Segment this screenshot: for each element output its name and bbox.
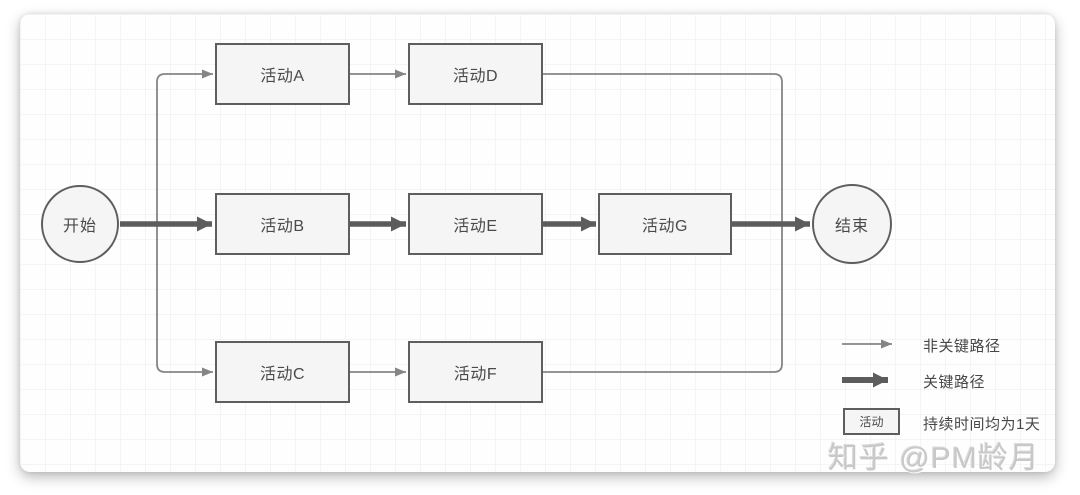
node-end: 结束 bbox=[812, 184, 892, 264]
legend-activity-box: 活动 bbox=[843, 408, 900, 435]
node-activity-c: 活动C bbox=[215, 341, 350, 403]
node-activity-d: 活动D bbox=[408, 43, 543, 105]
node-activity-e: 活动E bbox=[408, 193, 543, 255]
legend-duration-note: 持续时间均为1天 bbox=[923, 416, 1041, 433]
legend-noncritical-label: 非关键路径 bbox=[923, 338, 1001, 355]
edge-start-to-activity-c bbox=[156, 224, 213, 377]
node-activity-b: 活动B bbox=[215, 193, 350, 255]
watermark-text: 知乎 @PM龄月 bbox=[828, 442, 1040, 475]
node-activity-g: 活动G bbox=[598, 193, 732, 255]
node-activity-f: 活动F bbox=[408, 341, 543, 403]
diagram-canvas: 开始 活动A 活动D 活动B 活动E 活动G 活动C 活动F 结束 非关键路径 … bbox=[20, 14, 1055, 475]
node-activity-a: 活动A bbox=[215, 43, 350, 105]
legend-critical-label: 关键路径 bbox=[923, 374, 986, 391]
edge-start-to-activity-a bbox=[156, 69, 213, 224]
node-start: 开始 bbox=[41, 185, 119, 263]
